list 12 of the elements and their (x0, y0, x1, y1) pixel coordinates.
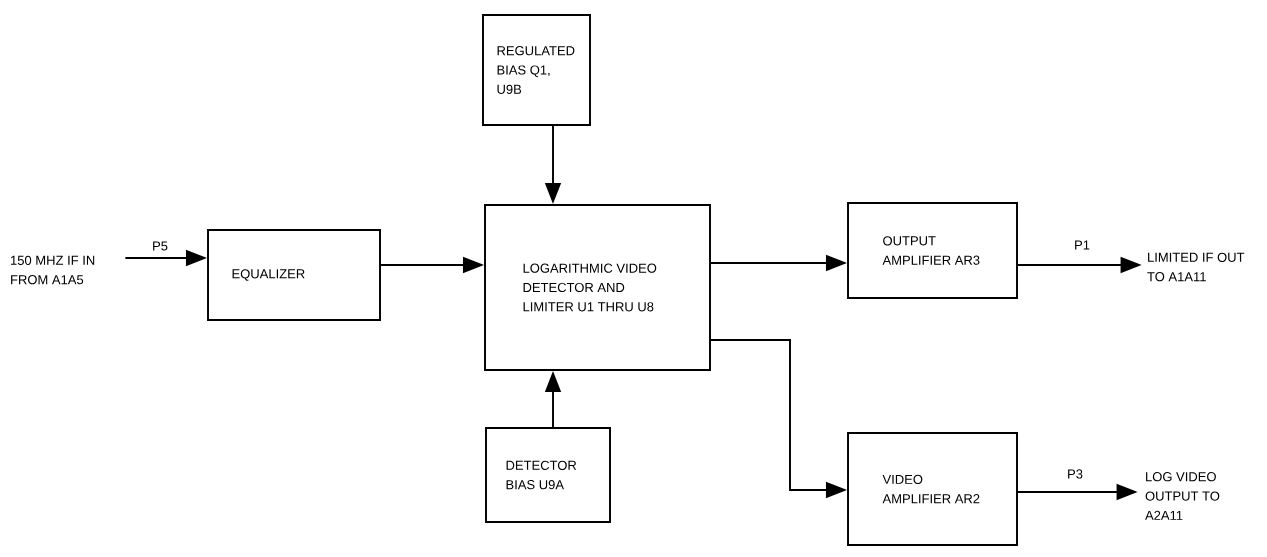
signal-label: LIMITED IF OUT TO A1A11 (1147, 252, 1245, 282)
block-box: DETECTOR BIAS U9A (485, 427, 611, 523)
block-box: REGULATED BIAS Q1, U9B (482, 14, 591, 126)
block-box: EQUALIZER (207, 229, 381, 321)
signal-label: LOG VIDEO OUTPUT TO A2A11 (1145, 472, 1220, 520)
block-box: OUTPUT AMPLIFIER AR3 (847, 202, 1018, 299)
edge-label: P3 (1065, 467, 1085, 481)
edge-label: P5 (150, 239, 170, 253)
signal-label: 150 MHZ IF IN FROM A1A5 (11, 255, 95, 285)
block-box: LOGARITHMIC VIDEO DETECTOR AND LIMITER U1 THRU U8 (484, 204, 711, 371)
block-box: VIDEO AMPLIFIER AR2 (847, 432, 1018, 546)
edge-label: P1 (1072, 238, 1092, 252)
